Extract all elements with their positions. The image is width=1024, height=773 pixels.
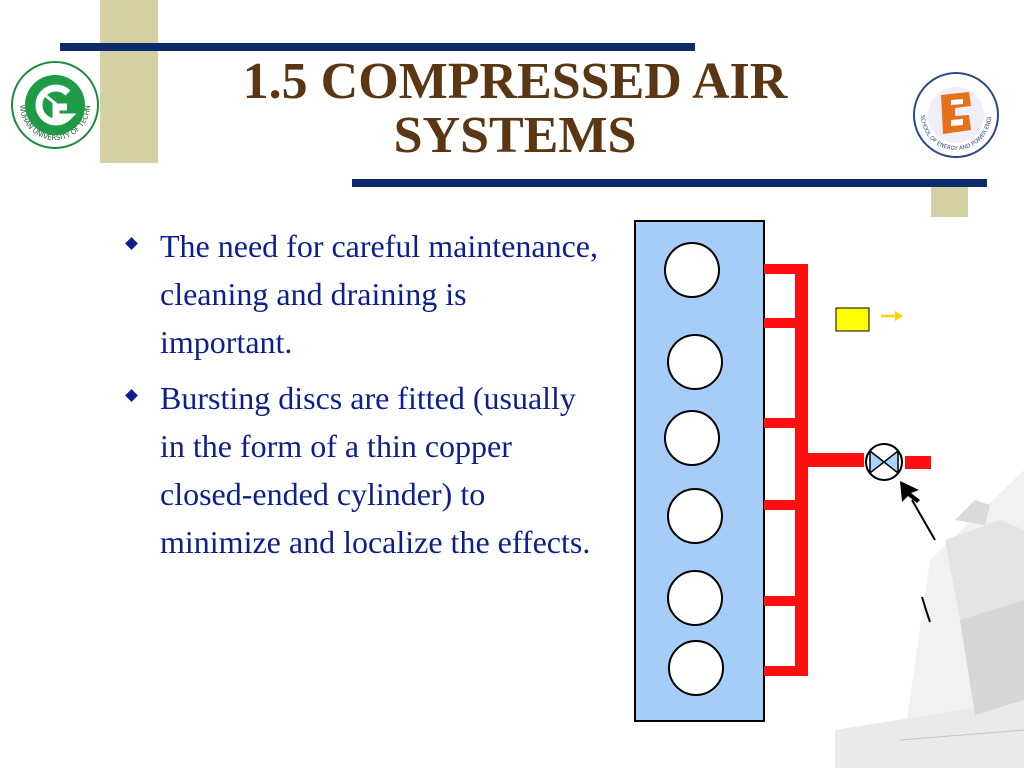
indicator-box <box>835 307 870 332</box>
tan-square-right <box>931 187 968 217</box>
engine-block <box>634 220 765 722</box>
cylinder-circle <box>668 640 724 696</box>
bullet-list: The need for careful maintenance, cleani… <box>125 222 605 574</box>
navy-rule-top <box>60 43 695 51</box>
diamond-bullet-icon <box>125 237 138 250</box>
arrow-icon <box>881 311 903 321</box>
cylinder-circle <box>664 242 720 298</box>
tan-vertical-bar-left <box>100 0 158 163</box>
diamond-bullet-icon <box>125 389 138 402</box>
cylinder-circle <box>667 570 723 626</box>
bullet-text: The need for careful maintenance, cleani… <box>160 228 598 360</box>
ship-background-image <box>835 470 1024 768</box>
mouse-cursor-icon <box>900 481 936 623</box>
bullet-item: The need for careful maintenance, cleani… <box>125 222 605 366</box>
valve-icon <box>865 443 903 481</box>
bullet-item: Bursting discs are fitted (usually in th… <box>125 374 605 566</box>
cylinder-circle <box>667 488 723 544</box>
school-logo: SCHOOL OF ENERGY AND POWER ENGINEERING <box>909 66 1001 160</box>
navy-rule-bottom <box>352 179 987 187</box>
slide-title: 1.5 COMPRESSED AIR SYSTEMS <box>242 53 788 164</box>
cylinder-circle <box>667 334 723 390</box>
bullet-text: Bursting discs are fitted (usually in th… <box>160 380 591 560</box>
university-logo: WUHAN UNIVERSITY OF TECHNOLOGY <box>7 54 100 150</box>
air-manifold-pipe <box>764 264 931 676</box>
compressed-air-diagram <box>600 200 1024 768</box>
cylinder-circle <box>664 410 720 466</box>
